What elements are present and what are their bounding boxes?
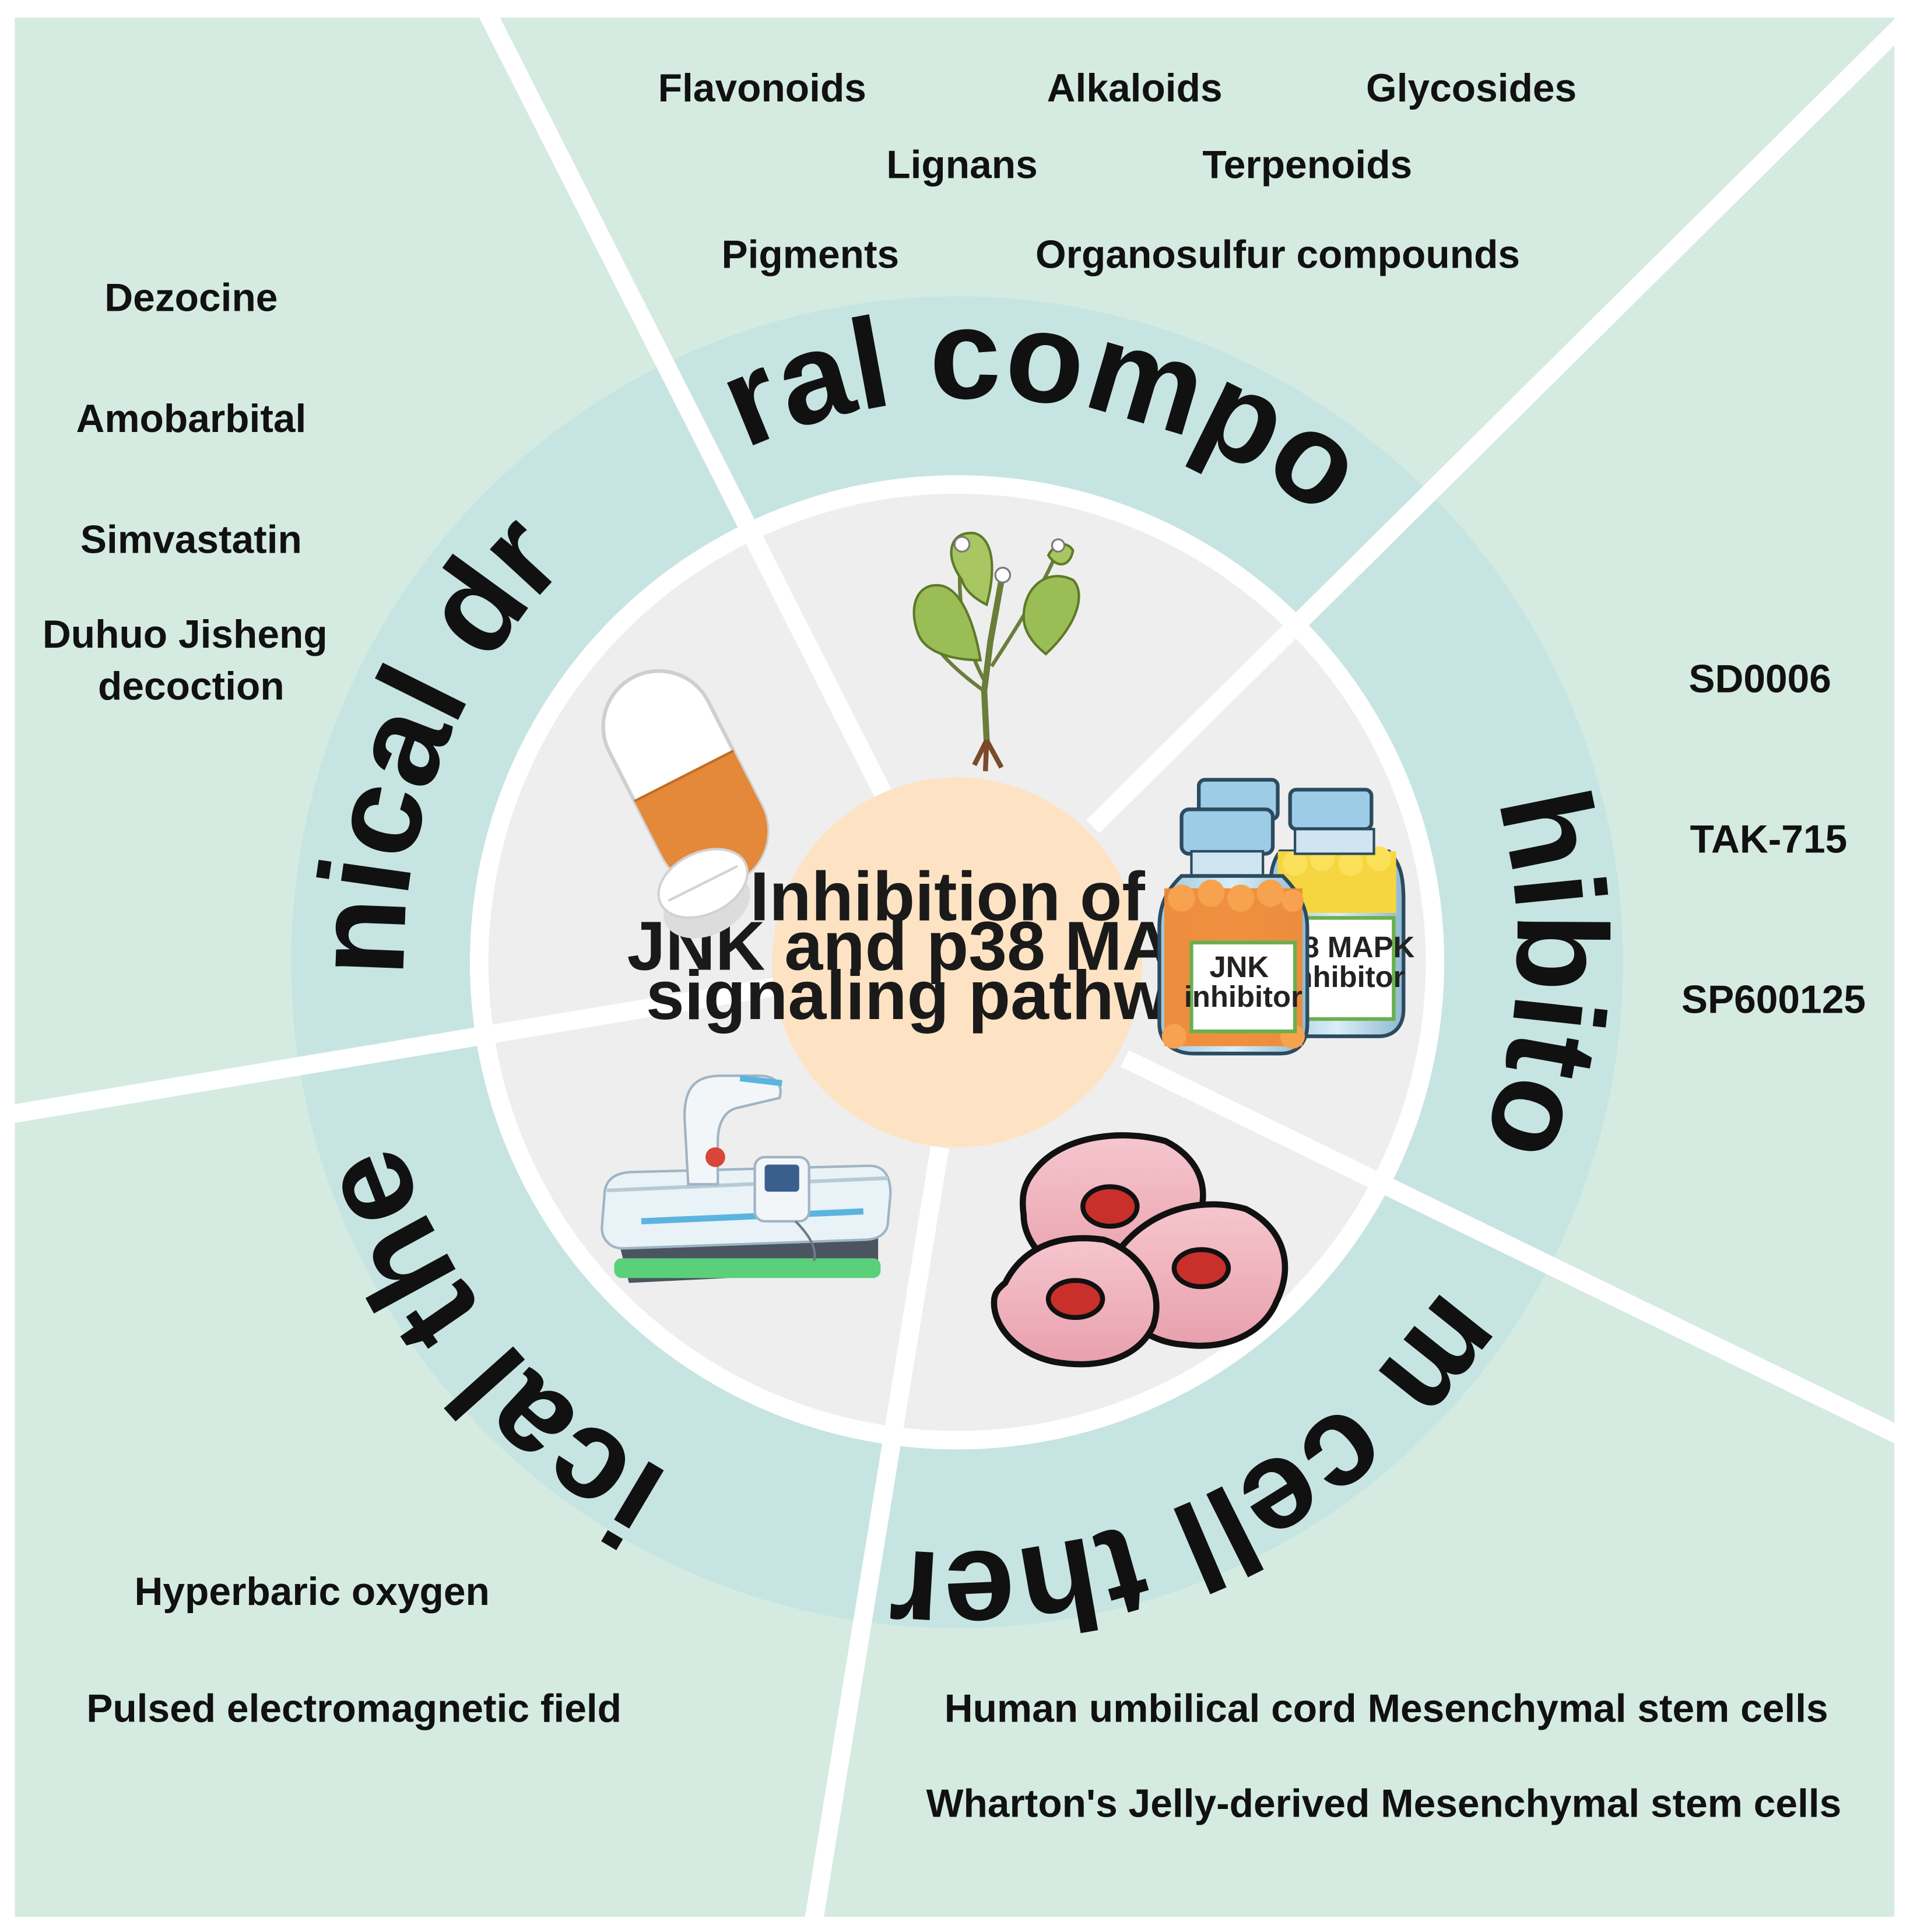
list-item: Lignans (886, 143, 1037, 187)
list-item: Human umbilical cord Mesenchymal stem ce… (945, 1687, 1828, 1731)
center-circle (772, 777, 1142, 1147)
sector-dividers (10, 6, 1921, 1921)
list-item: Duhuo Jisheng (43, 613, 328, 656)
list-item: Wharton's Jelly-derived Mesenchymal stem… (926, 1782, 1842, 1826)
medicine-bottles-icon: p38 MAPK inhibitor JNK inhibitor (1157, 778, 1415, 1056)
clinical-drugs-list: Dezocine Amobarbital Simvastatin Duhuo J… (43, 276, 328, 708)
list-item: TAK-715 (1690, 817, 1848, 861)
list-item: Simvastatin (80, 518, 302, 561)
center-line-1: Inhibition of (750, 859, 1145, 936)
list-item: Amobarbital (76, 397, 306, 441)
inhibitors-list: SD0006 TAK-715 SP600125 (1681, 657, 1866, 1021)
capsule-pill-icon (601, 669, 770, 939)
jnk-bottle-label: JNK inhibitor (1184, 950, 1302, 1013)
list-item: SP600125 (1681, 978, 1866, 1021)
list-item: Hyperbaric oxygen (134, 1570, 489, 1614)
list-item: Glycosides (1366, 66, 1577, 110)
physical-therapy-list: Hyperbaric oxygen Pulsed electromagnetic… (86, 1570, 622, 1731)
list-item: Flavonoids (658, 66, 866, 110)
list-item: SD0006 (1688, 657, 1831, 701)
list-item: decoction (98, 665, 285, 708)
stem-cell-therapy-list: Human umbilical cord Mesenchymal stem ce… (926, 1687, 1842, 1826)
therapy-machine-icon (601, 1074, 892, 1283)
list-item: Dezocine (104, 276, 278, 320)
plant-icon (912, 532, 1080, 771)
natural-compounds-list: Flavonoids Alkaloids Glycosides Lignans … (658, 66, 1577, 277)
list-item: Terpenoids (1202, 143, 1412, 187)
stem-cells-icon (991, 1132, 1288, 1368)
list-item: Pulsed electromagnetic field (86, 1687, 622, 1731)
list-item: Organosulfur compounds (1035, 233, 1520, 277)
list-item: Alkaloids (1047, 66, 1223, 110)
list-item: Pigments (721, 233, 899, 277)
